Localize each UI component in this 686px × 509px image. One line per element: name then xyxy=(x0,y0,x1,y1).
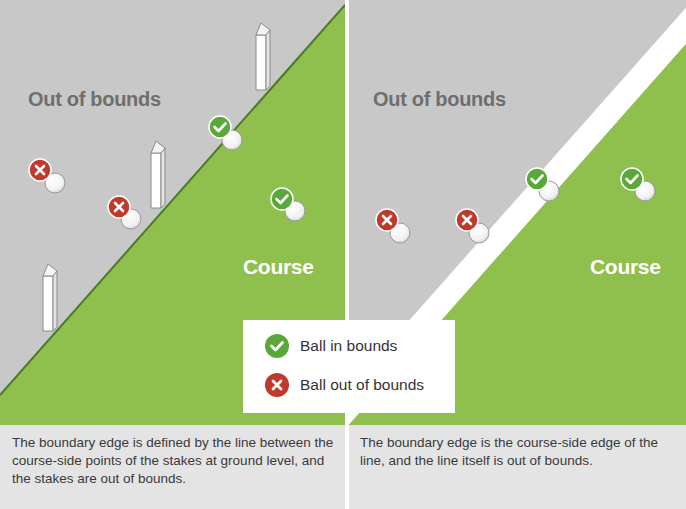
legend-glyph-path xyxy=(273,381,281,389)
legend-swatch xyxy=(265,373,289,397)
boundary-stake xyxy=(43,264,57,331)
region-label: Out of bounds xyxy=(373,88,506,111)
out-of-bounds-mark xyxy=(376,209,398,231)
out-of-bounds-mark xyxy=(108,196,130,218)
legend-box: Ball in boundsBall out of bounds xyxy=(243,320,455,413)
legend-swatch xyxy=(265,334,289,358)
in-bounds-mark xyxy=(209,116,231,138)
region-label: Course xyxy=(243,255,314,279)
legend-glyph-path xyxy=(272,343,283,351)
out-of-bounds-mark xyxy=(29,159,51,181)
legend-text: Ball in bounds xyxy=(300,337,397,355)
legend-glyph xyxy=(265,334,289,358)
caption-separator xyxy=(345,425,349,509)
in-bounds-mark xyxy=(621,168,643,190)
in-bounds-mark xyxy=(271,188,293,210)
region-label: Out of bounds xyxy=(28,88,161,111)
caption-text: The boundary edge is the course-side edg… xyxy=(360,434,678,470)
boundary-stake xyxy=(256,23,270,90)
out-of-bounds-mark xyxy=(456,209,478,231)
caption-text: The boundary edge is defined by the line… xyxy=(12,434,340,488)
in-bounds-mark xyxy=(526,168,548,190)
boundary-stake xyxy=(151,141,165,208)
region-label: Course xyxy=(590,255,661,279)
legend-text: Ball out of bounds xyxy=(300,376,424,394)
legend-glyph xyxy=(265,373,289,397)
